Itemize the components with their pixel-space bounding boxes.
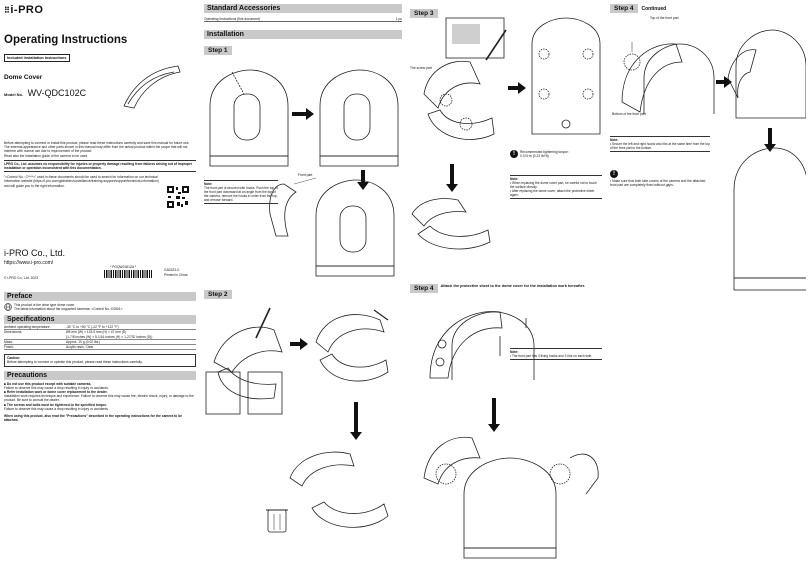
step2-label: Step 2 [204,290,232,299]
top-front-label: Top of the front part [650,16,679,20]
installation-column: Standard Accessories Operating Instructi… [200,0,406,567]
step1-label: Step 1 [204,46,232,56]
brand-logo: ⠿i-PRO [4,4,44,16]
spec-row: (1-7/8 inches (W) × 5-1/16 inches (H) × … [4,335,196,340]
spec-row: Mass:Approx. 10 g (0.02 lbs.) [4,340,196,346]
precautions-list: ■ Do not use this product except with su… [4,381,194,423]
specs-table: Ambient operating temperature:-30 °C to … [4,325,196,351]
front-part-label: Front part [298,173,313,177]
company-name: i-PRO Co., Ltd. [4,247,66,258]
warning-icon: ! [510,150,518,158]
spec-row: Ambient operating temperature:-30 °C to … [4,325,196,331]
disclaimer-box: i-PRO Co., Ltd. assumes no responsibilit… [4,159,196,173]
model-number: WV-QDC102C [27,88,87,98]
step4-continued-column: Step 4 Continued Top of the front part B… [606,0,808,567]
control-no-text: "<Control No.: C****>" used in these doc… [4,175,159,188]
precautions-heading: Precautions [4,370,196,380]
footer-codes: © i-PRO Co., Ltd. 2023 * PGQW2181ZA * GA… [4,264,188,280]
specifications-heading: Specifications [4,315,196,325]
company-url[interactable]: https://www.i-pro.com/ [4,259,54,266]
product-name: Dome Cover [4,74,43,81]
step4a-header: Step 4 Attach the protective sheet to th… [410,284,606,293]
logo-dots-icon: ⠿ [4,6,11,15]
step2-illustration [205,307,389,533]
step4b-header: Step 4 Continued [610,4,804,13]
step4b-warning: ! • Make sure that both side covers of t… [610,170,706,188]
model-line: Model No. WV-QDC102C [4,88,87,98]
bottom-front-label: Bottom of the front part [612,112,646,116]
accessory-row: Operating Instructions (this document)1 … [204,17,402,23]
step3-column: Step 3 The screw part ! Recommended tigh… [406,0,606,567]
torque-block: ! Recommended tightening torque: 0.3 N·m… [510,150,606,158]
caution-box: Caution: Before attempting to connect or… [4,354,196,367]
warning-icon: ! [610,170,618,178]
step4b-note: Note: • Secure the left and right hooks … [610,136,710,153]
qr-code-icon [166,185,190,209]
step4b-illustration [621,29,806,291]
globe-icon [4,303,12,311]
dome-cover-illustration [123,65,181,109]
trash-icon [266,509,288,533]
doc-title: Operating Instructions [4,34,128,46]
step1-illustration [209,69,399,277]
installation-heading: Installation [204,30,402,40]
spec-row: Dimensions:Ø5 mm (W) × 133.5 mm (H) × 47… [4,330,127,335]
spec-row: Finish:Acrylic resin, Clear [4,345,196,351]
included-badge: Included Installation Instructions [4,54,70,62]
preface-heading: Preface [4,291,196,301]
screw-part-label: The screw part [410,66,432,70]
step1-note: Note: The front part is secured with hoo… [204,180,278,205]
accessories-heading: Standard Accessories [204,4,402,13]
barcode [104,269,152,278]
step3-note: Note: • When replacing the dome cover pa… [510,175,602,200]
step3-label: Step 3 [410,9,438,18]
preface-body: This product is the clear type dome cove… [4,303,196,311]
step3-illustration [411,17,601,250]
cover-column: ⠿i-PRO Operating Instructions Included I… [0,0,200,567]
step4a-illustration [423,311,599,559]
cover-bullets: Before attempting to connect or install … [4,141,190,158]
step4a-note: Note: • The front part has 3 fixing hook… [510,348,602,361]
